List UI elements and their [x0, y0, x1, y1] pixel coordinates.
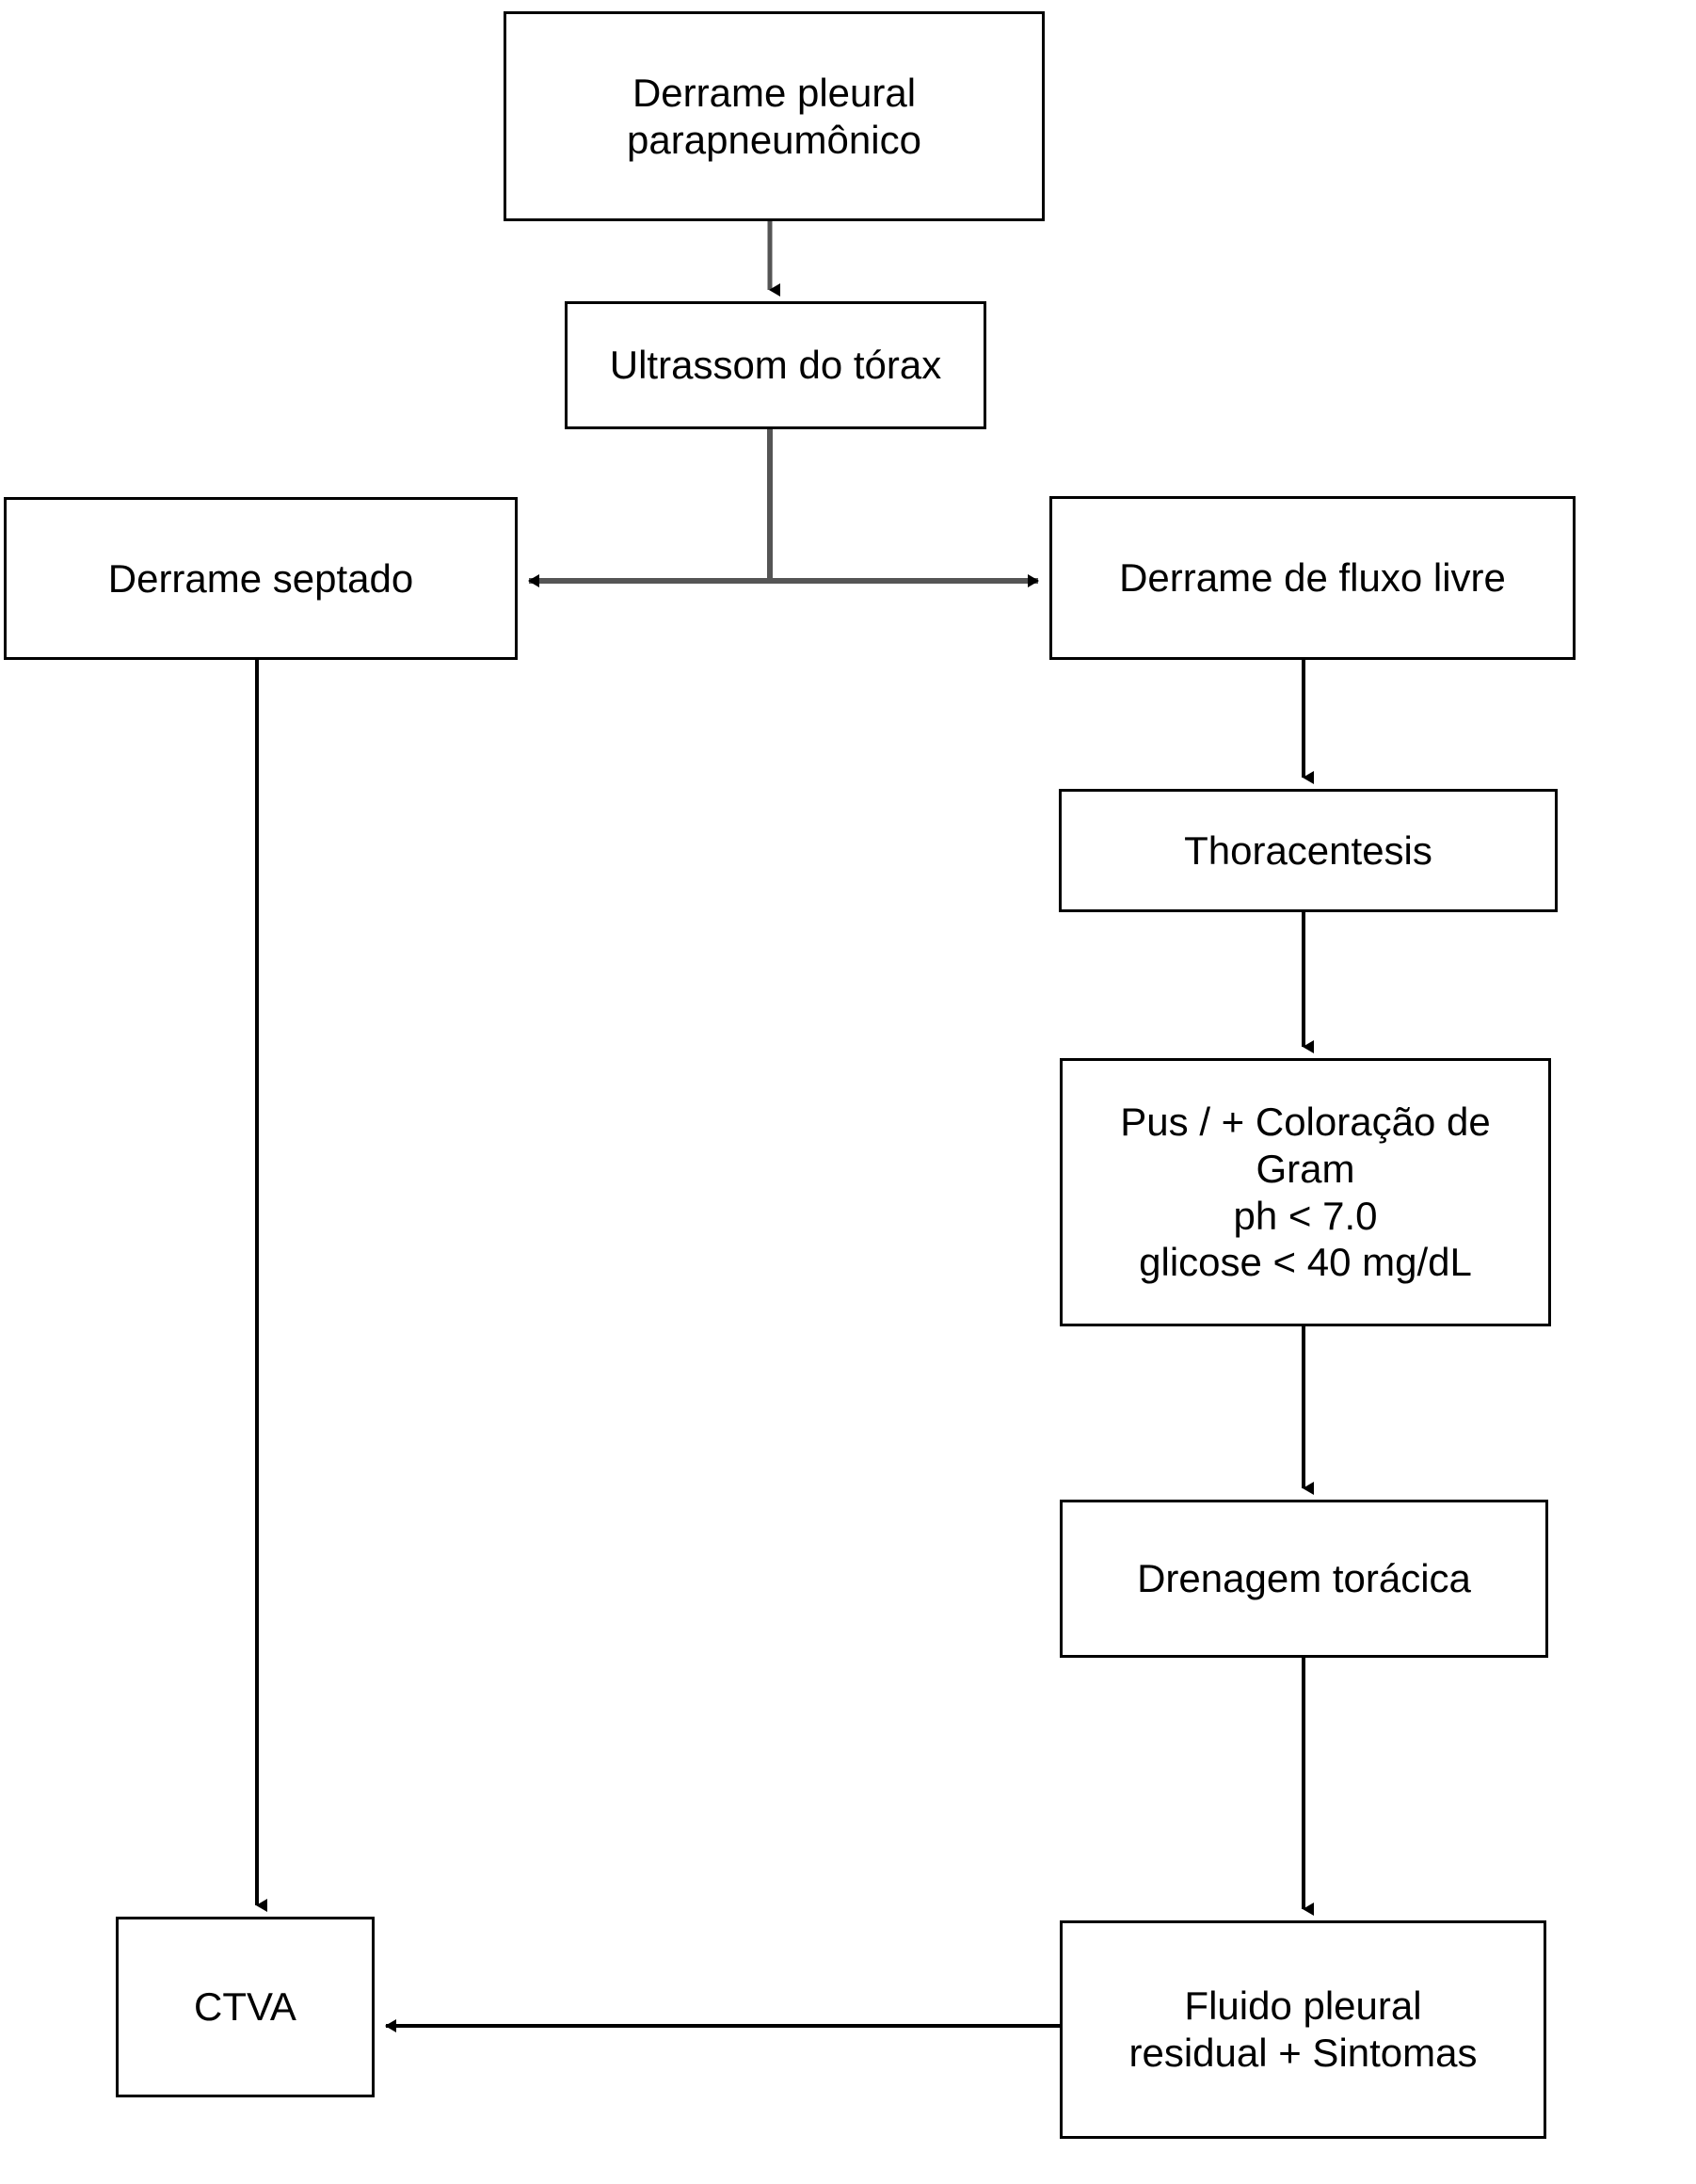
node-derrame-pleural-parapneumonico[interactable]: Derrame pleural parapneumônico — [504, 11, 1045, 221]
node-criterios-liquido-pleural[interactable]: Pus / + Coloração de Gram ph < 7.0 glico… — [1060, 1058, 1551, 1326]
node-ultrassom-do-torax[interactable]: Ultrassom do tórax — [565, 301, 986, 429]
node-label: Thoracentesis — [1184, 827, 1432, 873]
node-label: Derrame pleural parapneumônico — [627, 70, 921, 162]
node-derrame-septado[interactable]: Derrame septado — [4, 497, 518, 660]
node-label: Derrame de fluxo livre — [1119, 555, 1506, 601]
node-fluido-pleural-residual[interactable]: Fluido pleural residual + Sintomas — [1060, 1920, 1546, 2139]
node-label: Fluido pleural residual + Sintomas — [1128, 1983, 1478, 2075]
node-thoracentesis[interactable]: Thoracentesis — [1059, 789, 1558, 912]
node-label: CTVA — [194, 1984, 296, 2030]
node-label: Drenagem torácica — [1137, 1556, 1471, 1601]
node-drenagem-toracica[interactable]: Drenagem torácica — [1060, 1500, 1548, 1658]
node-label: Pus / + Coloração de Gram ph < 7.0 glico… — [1120, 1100, 1491, 1285]
node-label: Derrame septado — [107, 555, 414, 601]
node-derrame-de-fluxo-livre[interactable]: Derrame de fluxo livre — [1049, 496, 1576, 660]
node-ctva[interactable]: CTVA — [116, 1917, 375, 2097]
node-label: Ultrassom do tórax — [609, 343, 942, 388]
